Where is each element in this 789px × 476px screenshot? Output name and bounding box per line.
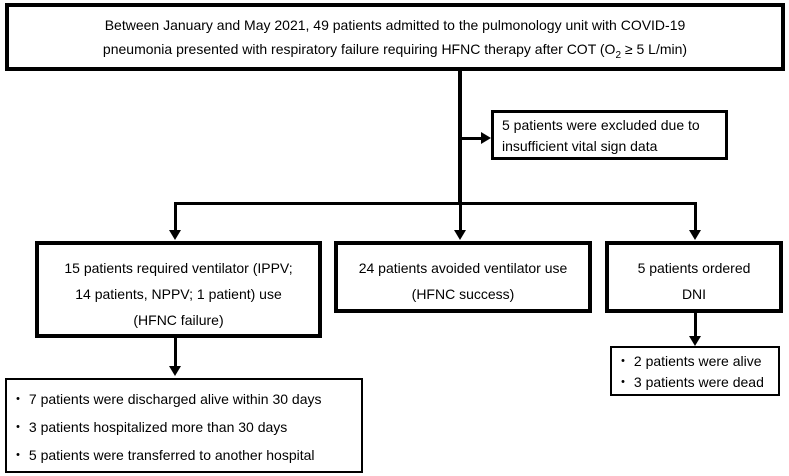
dni-outcome-line (694, 313, 697, 338)
dni-outcome-item-2: ・ 3 patients were dead (616, 374, 764, 390)
enrollment-box: Between January and May 2021, 49 patient… (5, 3, 785, 71)
ventilator-outcome-item-2: ・ 3 patients hospitalized more than 30 d… (11, 419, 288, 435)
left-drop-arrow (169, 230, 181, 240)
dni-outcome-box: ・ 2 patients were alive ・ 3 patients wer… (610, 346, 780, 396)
ventilator-box: 15 patients required ventilator (IPPV; 1… (35, 241, 322, 338)
middle-drop-arrow (454, 230, 466, 240)
distribution-line (174, 202, 697, 205)
dni-outcome-item-1: ・ 2 patients were alive (616, 353, 762, 369)
enrollment-line-2: pneumonia presented with respiratory fai… (102, 41, 688, 61)
exclusion-branch-line (460, 137, 482, 140)
ventilator-line-2: 14 patients, NPPV; 1 patient) use (75, 286, 282, 302)
ventilator-line-1: 15 patients required ventilator (IPPV; (64, 260, 293, 276)
excluded-box: 5 patients were excluded due to insuffic… (491, 110, 728, 160)
enrollment-line-1: Between January and May 2021, 49 patient… (104, 17, 686, 33)
avoided-line-1: 24 patients avoided ventilator use (358, 260, 568, 276)
dni-line-2: DNI (681, 286, 707, 302)
middle-drop-line (459, 202, 462, 232)
avoided-box: 24 patients avoided ventilator use (HFNC… (334, 241, 592, 313)
avoided-line-2: (HFNC success) (411, 286, 515, 302)
ventilator-outcome-line (174, 338, 177, 368)
exclusion-arrow (481, 132, 491, 144)
dni-box: 5 patients ordered DNI (605, 241, 783, 313)
ventilator-outcome-item-1: ・ 7 patients were discharged alive withi… (11, 391, 322, 407)
right-drop-arrow (689, 230, 701, 240)
dni-line-1: 5 patients ordered (637, 260, 751, 276)
ventilator-line-3: (HFNC failure) (133, 312, 224, 328)
left-drop-line (174, 202, 177, 232)
right-drop-line (694, 202, 697, 232)
ventilator-outcome-item-3: ・ 5 patients were transferred to another… (11, 447, 315, 463)
dni-outcome-arrow (689, 336, 701, 346)
excluded-line-2: insufficient vital sign data (502, 138, 658, 154)
ventilator-outcome-box: ・ 7 patients were discharged alive withi… (5, 378, 363, 473)
ventilator-outcome-arrow (169, 366, 181, 376)
excluded-line-1: 5 patients were excluded due to (502, 117, 700, 133)
